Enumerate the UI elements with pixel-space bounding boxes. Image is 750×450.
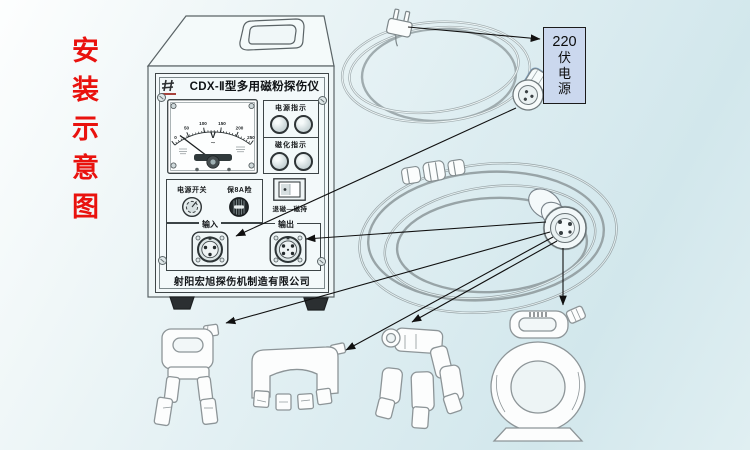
power-switch-label: 电源开关 — [177, 187, 207, 194]
panel-screw — [157, 93, 166, 102]
input-label: 输入 — [199, 219, 221, 230]
input-socket[interactable] — [191, 231, 229, 267]
power-lamp-2 — [293, 115, 313, 134]
power-indicator-label: 电源指示 — [275, 105, 307, 112]
device-title: CDX-Ⅱ型多用磁粉探伤仪 — [189, 81, 320, 93]
yoke-probe-two-leg — [153, 323, 220, 427]
callout-line: 源 — [557, 81, 571, 97]
probe-flat-yoke — [251, 342, 347, 411]
meter-tick-150: 150 — [218, 121, 226, 126]
meter-tick-100: 100 — [199, 121, 207, 126]
meter-tick-200: 200 — [236, 126, 244, 131]
io-panel: 输入 输出 — [166, 219, 321, 271]
cable-couplers — [400, 158, 466, 185]
power-cable — [340, 8, 551, 124]
meter-tick-50: 50 — [184, 126, 190, 131]
manufacturer-name: 射阳宏旭探伤机制造有限公司 — [173, 277, 311, 288]
page-title: 安装示意图 — [68, 36, 98, 231]
magnetization-indicator-label: 磁化指示 — [275, 141, 307, 149]
mode-rocker-switch[interactable] — [273, 178, 306, 201]
output-socket[interactable] — [269, 231, 307, 267]
arrow-to-probe-b — [345, 236, 554, 351]
output-label: 输出 — [275, 219, 297, 230]
mains-plug — [386, 8, 413, 47]
panel-screw — [318, 96, 327, 105]
yoke-probe-articulated — [375, 327, 465, 430]
power-source-callout: 220 伏 电 源 — [543, 27, 586, 104]
ring-coil — [490, 305, 587, 442]
fuse-holder[interactable] — [228, 195, 250, 218]
meter-tick-0: 0 — [174, 135, 177, 140]
meter-tick-250: 250 — [247, 135, 255, 140]
magnetization-lamp-1 — [269, 151, 289, 171]
ring-coil-connector — [565, 305, 587, 324]
arrow-plug-to-power — [407, 26, 541, 42]
mode-switch-label: 退磁—磁持 — [272, 206, 308, 213]
voltmeter: 0 50 100 150 200 250 V ~ — [167, 99, 258, 174]
callout-line: 电 — [557, 65, 571, 81]
callout-line: 伏 — [557, 50, 571, 66]
device-foot-left — [169, 296, 195, 310]
indicator-panel: 电源指示 磁化指示 — [263, 100, 319, 174]
power-indicator-group: 电源指示 — [263, 100, 319, 138]
arrow-cable-to-output — [305, 221, 547, 243]
panel-screw — [158, 256, 167, 265]
device-front-panel: CDX-Ⅱ型多用磁粉探伤仪 0 50 100 150 200 250 V ~ — [155, 73, 329, 293]
control-group: 电源开关 保8A险 — [166, 179, 263, 223]
callout-line: 220 — [552, 34, 577, 51]
power-switch-knob[interactable] — [181, 195, 203, 218]
magnetization-lamp-2 — [293, 151, 313, 171]
output-cable-connector — [528, 188, 588, 251]
fuse-label: 保8A险 — [227, 187, 252, 194]
output-cable — [358, 158, 618, 315]
arrow-to-yoke-c — [411, 240, 558, 323]
device-foot-right — [303, 297, 329, 311]
magnetization-indicator-group: 磁化指示 — [263, 137, 319, 174]
meter-wave: ~ — [211, 139, 216, 148]
power-lamp-1 — [269, 115, 289, 134]
carry-handle — [239, 18, 305, 51]
panel-screw — [317, 257, 326, 266]
